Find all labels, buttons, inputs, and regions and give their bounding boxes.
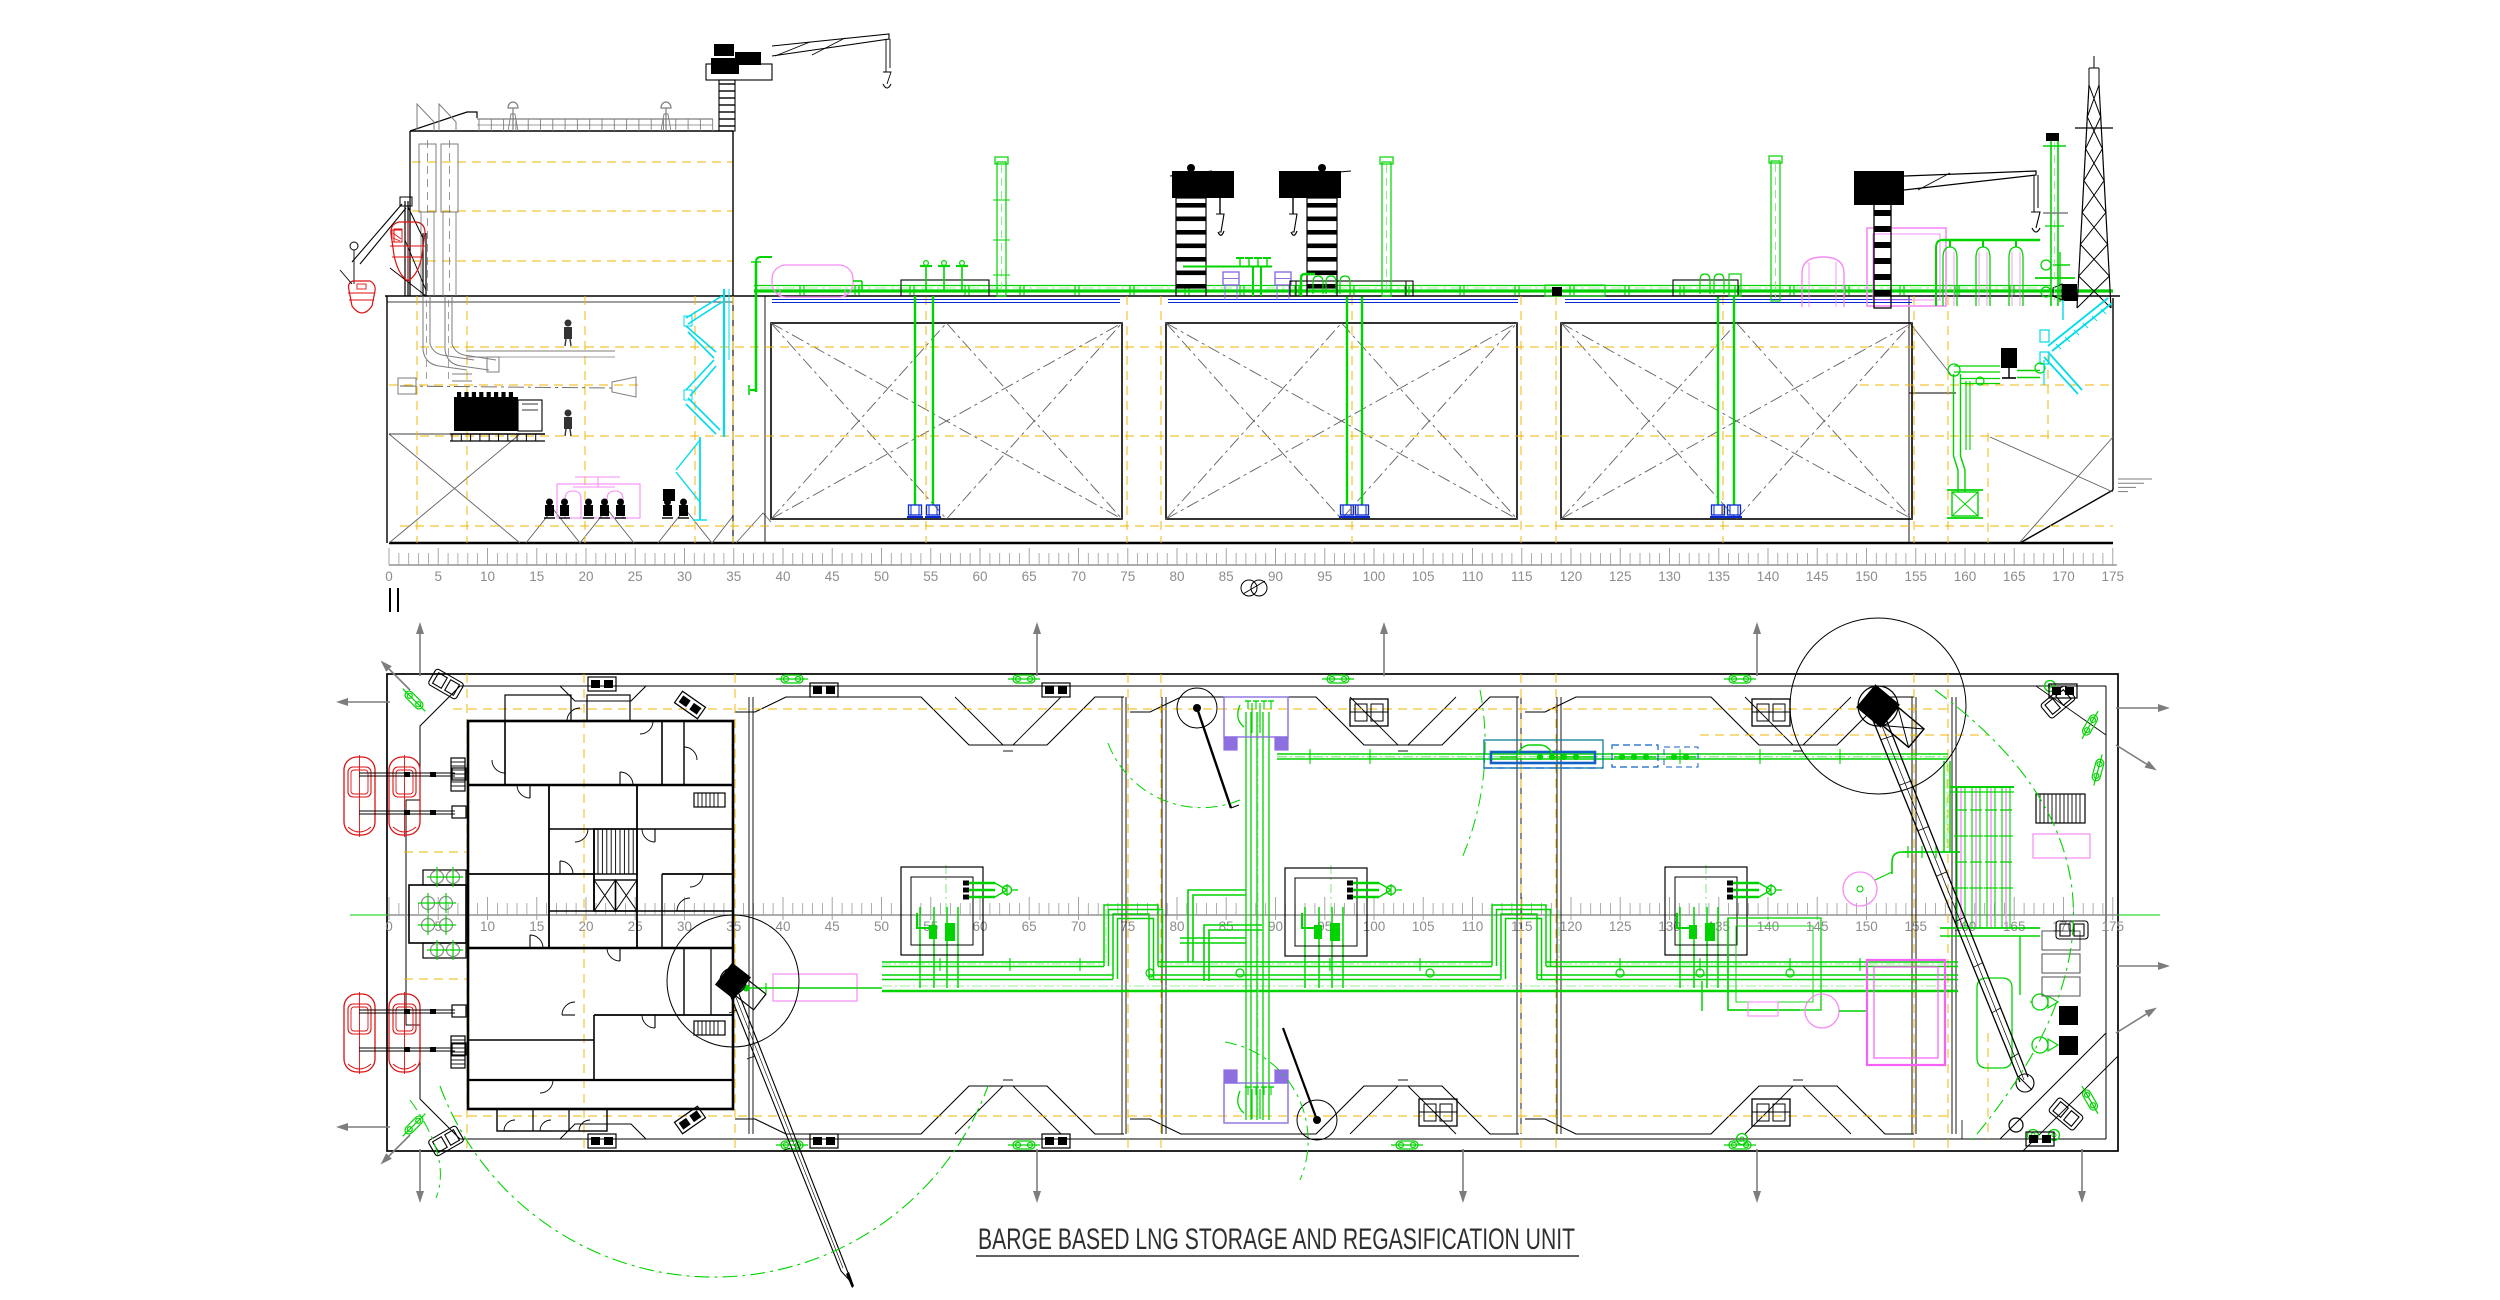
svg-text:15: 15 [529, 569, 544, 584]
svg-text:75: 75 [1120, 919, 1135, 934]
svg-text:5: 5 [434, 919, 442, 934]
svg-text:175: 175 [2102, 569, 2125, 584]
svg-text:85: 85 [1219, 919, 1234, 934]
svg-text:35: 35 [726, 569, 741, 584]
svg-text:115: 115 [1511, 919, 1533, 934]
svg-text:100: 100 [1363, 569, 1386, 584]
svg-text:120: 120 [1560, 569, 1583, 584]
svg-text:15: 15 [529, 919, 544, 934]
svg-text:85: 85 [1219, 569, 1234, 584]
svg-text:30: 30 [677, 569, 692, 584]
svg-text:75: 75 [1120, 569, 1135, 584]
svg-text:30: 30 [677, 919, 692, 934]
svg-text:125: 125 [1609, 919, 1632, 934]
svg-text:50: 50 [874, 919, 889, 934]
svg-text:165: 165 [2003, 569, 2026, 584]
svg-text:45: 45 [825, 919, 840, 934]
svg-text:120: 120 [1560, 919, 1583, 934]
svg-text:65: 65 [1022, 569, 1037, 584]
svg-text:130: 130 [1658, 569, 1681, 584]
svg-text:125: 125 [1609, 569, 1632, 584]
svg-text:175: 175 [2102, 919, 2125, 934]
svg-text:40: 40 [775, 919, 790, 934]
svg-text:95: 95 [1317, 569, 1332, 584]
svg-text:25: 25 [628, 919, 643, 934]
svg-text:25: 25 [628, 569, 643, 584]
svg-text:100: 100 [1363, 919, 1386, 934]
svg-text:BARGE BASED LNG STORAGE AND RE: BARGE BASED LNG STORAGE AND REGASIFICATI… [978, 1223, 1575, 1256]
svg-text:110: 110 [1462, 919, 1484, 934]
svg-text:70: 70 [1071, 569, 1086, 584]
svg-text:90: 90 [1268, 919, 1283, 934]
svg-text:155: 155 [1905, 569, 1928, 584]
svg-text:160: 160 [1954, 569, 1977, 584]
svg-text:70: 70 [1071, 919, 1086, 934]
svg-text:20: 20 [578, 569, 593, 584]
svg-text:110: 110 [1462, 569, 1484, 584]
svg-text:60: 60 [972, 919, 987, 934]
svg-text:90: 90 [1268, 569, 1283, 584]
svg-text:60: 60 [972, 569, 987, 584]
svg-text:10: 10 [480, 919, 495, 934]
svg-text:55: 55 [923, 569, 938, 584]
svg-text:140: 140 [1757, 569, 1780, 584]
svg-text:80: 80 [1169, 919, 1184, 934]
svg-text:105: 105 [1412, 569, 1435, 584]
svg-text:145: 145 [1806, 919, 1829, 934]
svg-text:50: 50 [874, 569, 889, 584]
svg-text:5: 5 [434, 569, 442, 584]
svg-text:170: 170 [2052, 919, 2075, 934]
svg-text:145: 145 [1806, 569, 1829, 584]
svg-text:165: 165 [2003, 919, 2026, 934]
svg-text:40: 40 [775, 569, 790, 584]
svg-text:135: 135 [1708, 569, 1731, 584]
svg-text:150: 150 [1855, 919, 1878, 934]
svg-text:80: 80 [1169, 569, 1184, 584]
svg-text:0: 0 [385, 919, 393, 934]
svg-text:140: 140 [1757, 919, 1780, 934]
svg-text:115: 115 [1511, 569, 1533, 584]
svg-text:10: 10 [480, 569, 495, 584]
svg-text:150: 150 [1855, 569, 1878, 584]
svg-text:170: 170 [2052, 569, 2075, 584]
svg-text:20: 20 [578, 919, 593, 934]
svg-text:105: 105 [1412, 919, 1435, 934]
svg-text:65: 65 [1022, 919, 1037, 934]
svg-text:0: 0 [385, 569, 393, 584]
svg-text:45: 45 [825, 569, 840, 584]
